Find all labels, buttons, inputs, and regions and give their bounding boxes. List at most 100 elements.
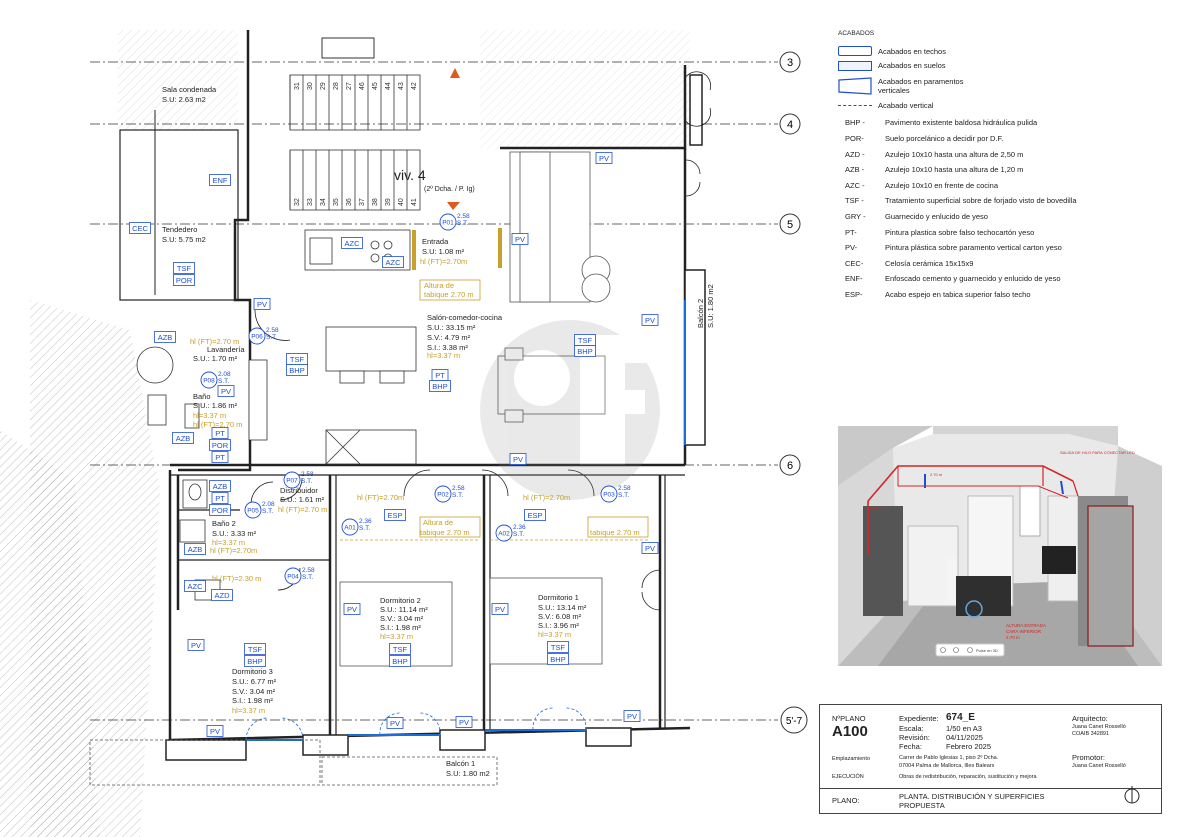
room-dorm3-name: Dormitorio 3: [232, 667, 273, 676]
finish-tag-pv: PV: [599, 154, 609, 163]
room-dorm2-hl: hl=3.37 m: [380, 632, 413, 641]
legend-code: PT-: [845, 227, 857, 237]
room-bano2-su: S.U.: 3.33 m²: [212, 529, 257, 538]
door-tag-st: S.T.: [452, 492, 463, 499]
door-tag-height: 2.58: [266, 327, 279, 334]
room-entrada-hl: hl (FT)=2.70m: [420, 257, 467, 266]
legend-code-desc: Azulejo 10x10 hasta una altura de 1,20 m: [885, 165, 1024, 175]
stair-step-number: 41: [411, 198, 418, 206]
render-label-mid: 2.70 m: [930, 472, 943, 477]
door-tag-st: S.T.: [262, 508, 273, 515]
axis-label-6: 6: [787, 460, 793, 472]
finish-tag-pv: PV: [390, 719, 400, 728]
finish-tag-box: [386, 717, 404, 729]
finish-tag-box: [209, 480, 231, 492]
living-furniture: [497, 151, 611, 423]
finish-tag-box: [209, 174, 231, 186]
finish-tag-box: [244, 643, 266, 655]
finish-tag-bhp: BHP: [432, 382, 447, 391]
room-salon-su: S.U.: 33.15 m²: [427, 323, 476, 332]
legend-code-desc: Pintura plástica sobre paramento vertica…: [885, 243, 1062, 253]
door-tag-height: 2.58: [452, 485, 465, 492]
door-tags: P012.58S.T.P062.58S.T.P082.08S.T.P072.58…: [200, 213, 631, 585]
legend-code: ENF-: [845, 274, 863, 284]
room-bano-hl1: hl=3.37 m: [193, 411, 226, 420]
legend-item-vertical: Acabado vertical: [878, 101, 934, 111]
legend-code: AZD -: [845, 149, 865, 159]
room-labels: Sala condenada S.U: 2.63 m2 Tendedero S.…: [162, 85, 715, 778]
door-tag-st: S.T.: [218, 378, 229, 385]
room-dorm2-name: Dormitorio 2: [380, 596, 421, 605]
room-dorm2-si: S.I.: 1.98 m²: [380, 623, 421, 632]
tabique-note-d2-2: tabique 2.70 m: [420, 528, 470, 537]
finish-tag-bhp: BHP: [550, 655, 565, 664]
window-swings: [245, 707, 587, 741]
render-toolbar-label: Pulse en 3D: [976, 648, 998, 653]
finish-tag-box: [172, 432, 194, 444]
room-dorm1-su: S.U.: 13.14 m²: [538, 603, 587, 612]
stair-step-number: 39: [385, 198, 392, 206]
ejecucion-label: EJECUCIÓN: [832, 774, 864, 780]
hlft-note-d1: hl (FT)=2.70m: [523, 493, 570, 502]
room-bano2-name: Baño 2: [212, 519, 236, 528]
room-balcon2-su: S.U: 1.80 m2: [706, 284, 715, 328]
render-tool-icon-2[interactable]: [953, 647, 959, 653]
finish-tag-tsf: TSF: [248, 645, 263, 654]
legend-code-row: ENF-Enfoscado cemento y guarnecido y enl…: [838, 271, 1178, 287]
legend-code-desc: Azulejo 10x10 hasta una altura de 2,50 m: [885, 149, 1024, 159]
finish-tag-por: POR: [212, 441, 229, 450]
finish-tag-box: [184, 543, 206, 555]
room-bano2-hl2: hl (FT)=2.70m: [210, 546, 257, 555]
room-dorm2-sv: S.V.: 3.04 m²: [380, 614, 424, 623]
fecha-value: Febrero 2025: [946, 742, 992, 751]
axis-markers: 3 4 5 6 5'-7: [779, 51, 808, 734]
room-dorm1-hl: hl=3.37 m: [538, 630, 571, 639]
emplazamiento-line2: 07004 Palma de Mallorca, Illes Balears: [899, 763, 995, 769]
north-arrow-icon: [450, 68, 460, 78]
room-entrada-su: S.U: 1.08 m²: [422, 247, 465, 256]
door-tag-circle: [341, 518, 359, 536]
door-tag-height: 2.58: [301, 471, 314, 478]
room-lavanderia-name: Lavandería: [207, 345, 245, 354]
finish-tag-box: [511, 233, 529, 245]
door-tag-id: P01: [442, 220, 454, 227]
door-tag-circle: [284, 567, 302, 585]
legend-code: GRY -: [845, 212, 866, 222]
escala-label: Escala:: [899, 724, 924, 733]
finish-tag-pv: PV: [221, 387, 231, 396]
finish-tag-pt: PT: [215, 494, 225, 503]
render-toolbar[interactable]: [935, 643, 1005, 657]
room-tendedero-name: Tendedero: [162, 225, 197, 234]
thick-wall-segments: [165, 74, 706, 761]
door-tag-circle: [439, 213, 457, 231]
finish-tag-azc: AZC: [386, 258, 402, 267]
axis-label-57: 5'-7: [786, 716, 803, 727]
door-tag-circle: [200, 371, 218, 389]
room-entrada-name: Entrada: [422, 237, 449, 246]
legend-code-desc: Suelo porcelánico a decidir por D.F.: [885, 134, 1004, 144]
render-tool-icon-3[interactable]: [967, 647, 973, 653]
vertical-finish-swatch: [838, 105, 872, 107]
finish-tag-pv: PV: [495, 605, 505, 614]
room-salon-name: Salón-comedor-cocina: [427, 313, 503, 322]
finish-tag-pt: PT: [215, 429, 225, 438]
finish-tag-box: [491, 603, 509, 615]
promotor-label: Promotor:: [1072, 753, 1105, 762]
fecha-label: Fecha:: [899, 742, 922, 751]
wall-finish-swatch: [838, 77, 872, 95]
render-tool-icon-1[interactable]: [940, 647, 946, 653]
axis-label-4: 4: [787, 119, 793, 131]
room-salon-sv: S.V.: 4.79 m²: [427, 333, 471, 342]
stair-step-number: 46: [359, 82, 366, 90]
room-tendedero-su: S.U: 5.75 m2: [162, 235, 206, 244]
legend-code-row: POR-Suelo porcelánico a decidir por D.F.: [838, 131, 1178, 147]
promotor-value: Juana Canet Rosselló: [1072, 763, 1126, 769]
hlft230-note: hl (FT)=2.30 m: [212, 574, 261, 583]
finish-tag-bhp: BHP: [392, 657, 407, 666]
finish-tag-box: [384, 509, 406, 521]
legend-code-row: AZB -Azulejo 10x10 hasta una altura de 1…: [838, 162, 1178, 178]
room-dorm3-si: S.I.: 1.98 m²: [232, 696, 273, 705]
door-tag-height: 2.58: [457, 213, 470, 220]
room-lavanderia-hl: hl (FT)=2.70 m: [190, 337, 239, 346]
entry-arrow-icon: [447, 202, 460, 210]
